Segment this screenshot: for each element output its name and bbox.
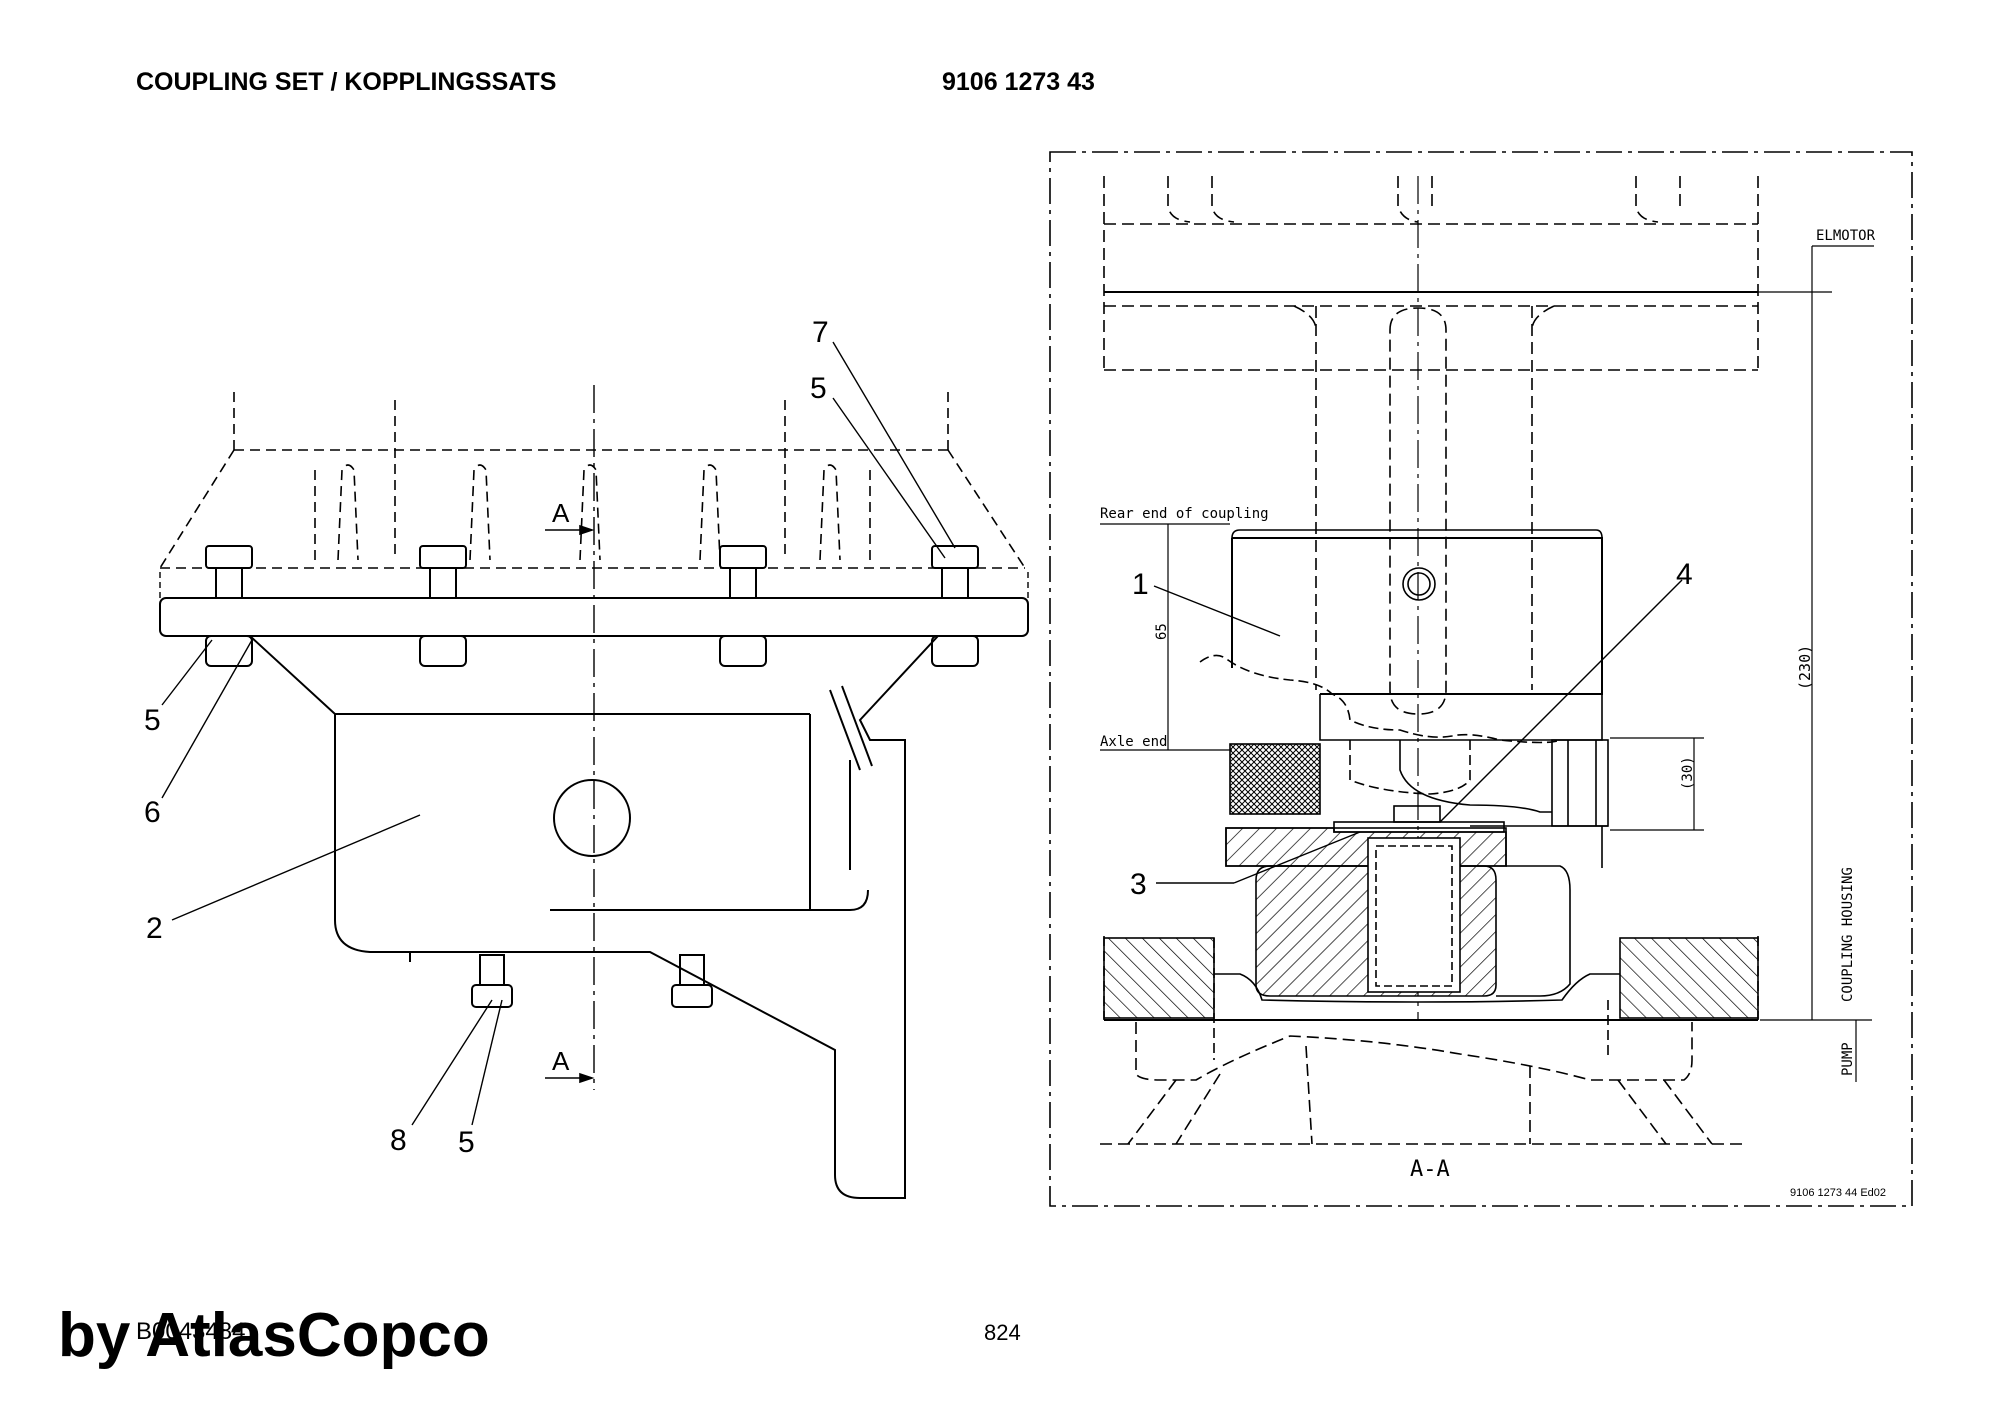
section-frame	[1049, 151, 1913, 1207]
coupling-housing-label: COUPLING HOUSING	[1840, 867, 1856, 1002]
left-callouts: 7 5 5 6 2 8 5	[144, 316, 829, 1159]
left-view	[159, 385, 1029, 1199]
section-marker-top	[545, 524, 595, 536]
document-title: COUPLING SET / KOPPLINGSSATS	[136, 68, 557, 96]
section-callouts: 1 4 3	[1130, 558, 1693, 901]
dimension-30: (30)	[1680, 756, 1696, 790]
callout-5-a: 5	[810, 372, 827, 405]
dimension-65: 65	[1154, 623, 1170, 640]
bracket-side	[410, 635, 939, 1199]
elmotor-label: ELMOTOR	[1816, 228, 1876, 244]
section-view	[1100, 176, 1874, 1145]
page-number: 824	[984, 1320, 1021, 1345]
bracket-top-edge	[249, 635, 810, 715]
motor-outline-dashed	[159, 392, 1026, 569]
callout-5-b: 5	[144, 704, 161, 737]
left-leaders	[161, 341, 956, 1126]
callout-4: 4	[1676, 558, 1693, 591]
callout-1: 1	[1132, 568, 1149, 601]
dimension-230: (230)	[1796, 645, 1814, 690]
callout-2: 2	[146, 912, 163, 945]
bracket-hole	[553, 779, 631, 857]
section-marker-bottom	[545, 1072, 595, 1084]
callout-5-c: 5	[458, 1126, 475, 1159]
callout-6: 6	[144, 796, 161, 829]
part-number: 9106 1273 43	[942, 68, 1095, 96]
pump-label: PUMP	[1840, 1042, 1856, 1076]
drawing-reference: 9106 1273 44 Ed02	[1790, 1187, 1886, 1199]
section-mark-a-top: A	[552, 498, 570, 528]
document-code: B0043484	[136, 1318, 246, 1345]
elastic-element	[1229, 743, 1321, 815]
rear-end-label: Rear end of coupling	[1100, 506, 1269, 522]
section-name: A-A	[1410, 1157, 1450, 1182]
callout-7: 7	[812, 316, 829, 349]
callout-8: 8	[390, 1124, 407, 1157]
brand-watermark: by AtlasCopco	[58, 1301, 490, 1370]
section-mark-a-bottom: A	[552, 1046, 570, 1076]
bolts	[205, 545, 979, 667]
section-leaders	[1153, 579, 1683, 884]
flange-plate	[159, 597, 1029, 637]
axle-end-label: Axle end	[1100, 734, 1167, 750]
callout-3: 3	[1130, 868, 1147, 901]
